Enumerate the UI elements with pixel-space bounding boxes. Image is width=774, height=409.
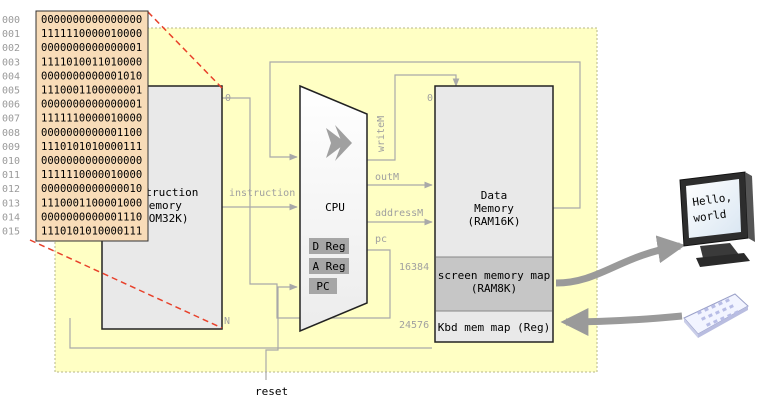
rom-listing-instruction: 1111110000010000 (41, 28, 142, 40)
ram-addr-top: 0 (427, 93, 433, 104)
zoom-line-bottom (29, 239, 223, 329)
screen-memory-map-line2: (RAM8K) (471, 282, 517, 295)
cpu-register-pc (309, 278, 337, 294)
ram-title-line2: Memory (474, 202, 514, 215)
cpu-register-a-label: A Reg (312, 260, 345, 273)
cpu-arrow-icon (326, 125, 352, 161)
wires (69, 61, 581, 380)
rom-listing-instruction: 1111110000010000 (41, 113, 142, 125)
rom-listing-address: 011 (2, 170, 20, 181)
rom-listing-address: 015 (2, 227, 20, 238)
rom-listing-instruction: 0000000000001010 (41, 70, 142, 82)
addressM-label: addressM (375, 208, 423, 219)
rom-listing-address: 003 (2, 57, 20, 68)
rom-listing-address: 009 (2, 142, 20, 153)
rom-listing-instruction: 0000000000001100 (41, 127, 142, 139)
rom-listing-bits-background (35, 10, 149, 242)
rom-listing-address: 001 (2, 29, 20, 40)
kbd-addr-label: 24576 (399, 320, 429, 331)
reset-label: reset (255, 385, 288, 398)
monitor-text-line1: Hello, (692, 191, 733, 209)
rom-listing-instruction: 0000000000000001 (41, 99, 142, 111)
monitor-text-line2: world (693, 207, 728, 224)
cpu-register-d-label: D Reg (312, 240, 345, 253)
rom-listing-address: 004 (2, 71, 20, 82)
pc-feedback-wire (215, 97, 391, 319)
monitor-icon: Hello, world (679, 171, 755, 267)
rom-listing-address: 010 (2, 156, 20, 167)
rom-listing-instruction: 1111110000010000 (41, 169, 142, 181)
ram-title-line1: Data (481, 189, 508, 202)
kbd-memory-map-label: Kbd mem map (Reg) (438, 321, 551, 334)
rom-listing-instruction: 0000000000000001 (41, 42, 142, 54)
outM-label: outM (375, 172, 399, 183)
rom-listing-address: 013 (2, 198, 20, 209)
rom-listing-instruction: 0000000000000010 (41, 183, 142, 195)
screen-output-arrow (555, 235, 686, 287)
writeM-label: writeM (376, 116, 387, 152)
rom-listing-address: 008 (2, 128, 20, 139)
inM-wire (269, 61, 581, 209)
zoom-line-top (147, 11, 223, 89)
writeM-wire (365, 74, 460, 161)
ram-title-line3: (RAM16K) (468, 215, 521, 228)
rom-title-line3: (ROM32K) (136, 212, 189, 225)
rom-listing-instruction: 1110001100000001 (41, 85, 142, 97)
rom-listing-address: 014 (2, 212, 20, 223)
cpu-register-d (309, 238, 349, 254)
rom-listing-address: 006 (2, 100, 20, 111)
reset-wire (265, 283, 298, 380)
screen-memory-map-line1: screen memory map (438, 269, 551, 282)
screen-memory-map-region (436, 257, 552, 311)
cpu-title: CPU (325, 201, 345, 214)
rom-listing-instruction: 0000000000000000 (41, 14, 142, 26)
rom-listing-address: 012 (2, 184, 20, 195)
cpu-register-a (309, 258, 349, 274)
rom-listing-instruction: 0000000000000000 (41, 155, 142, 167)
keyboard-input-arrow (560, 307, 683, 336)
rom-listing-address: 005 (2, 86, 20, 97)
rom-listing-instruction: 1110001100001000 (41, 197, 142, 209)
rom-listing-instruction: 1110101010000111 (41, 141, 142, 153)
rom-listing-instruction: 1110101010000111 (41, 226, 142, 238)
cpu-register-pc-label: PC (316, 280, 329, 293)
keyboard-icon (683, 293, 749, 338)
bottom-bus-wire (69, 318, 432, 349)
rom-title-line2: Memory (142, 199, 182, 212)
rom-listing-address: 000 (2, 15, 20, 26)
rom-listing-address: 007 (2, 114, 20, 125)
rom-addr-bottom: N (224, 316, 230, 327)
rom-listing-address: 002 (2, 43, 20, 54)
pc-label: pc (375, 234, 387, 245)
rom-addr-top: 0 (225, 93, 231, 104)
rom-listing-instruction: 0000000000001110 (41, 211, 142, 223)
instruction-label: instruction (229, 188, 295, 199)
rom-listing-instruction: 1111010011010000 (41, 56, 142, 68)
screen-addr-label: 16384 (399, 262, 429, 273)
